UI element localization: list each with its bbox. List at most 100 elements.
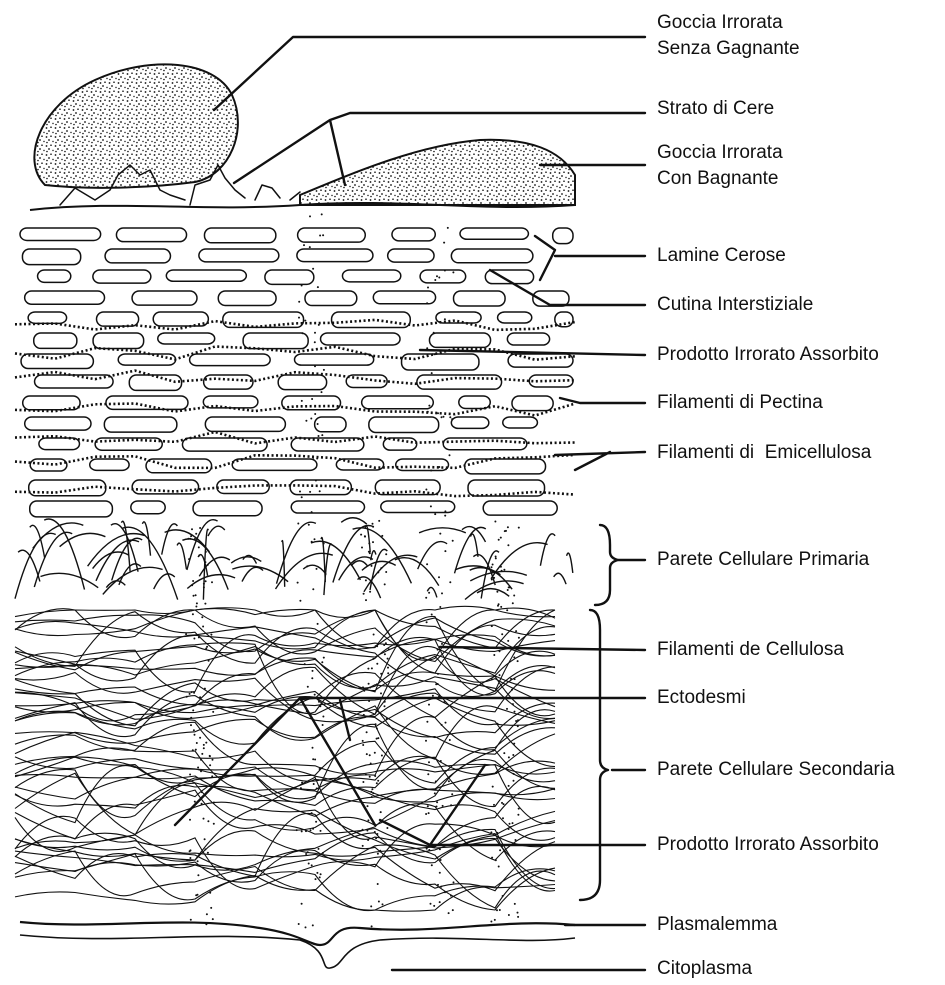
ectodesma-dot bbox=[496, 772, 498, 774]
ectodesma-dot bbox=[195, 533, 197, 535]
ectodesma-dot bbox=[320, 767, 322, 769]
ectodesma-dot bbox=[312, 747, 314, 749]
ectodesma-dot bbox=[318, 701, 320, 703]
ectodesma-dot bbox=[309, 246, 311, 248]
ectodesma-dot bbox=[200, 759, 202, 761]
ectodesma-dot bbox=[207, 852, 209, 854]
ectodesma-dot bbox=[301, 496, 303, 498]
ectodesma-dot bbox=[437, 673, 439, 675]
label-ectodesmata: Ectodesmi bbox=[657, 685, 746, 711]
ectodesma-dot bbox=[439, 901, 441, 903]
wax-platelet bbox=[218, 291, 276, 305]
ectodesma-dot bbox=[209, 892, 211, 894]
ectodesma-dot bbox=[511, 689, 513, 691]
ectodesma-dot bbox=[314, 538, 316, 540]
ectodesma-dot bbox=[209, 764, 211, 766]
ectodesma-dot bbox=[493, 577, 495, 579]
label-spray-drop-without-surfactant: Goccia Irrorata Senza Gagnante bbox=[657, 10, 800, 62]
ectodesma-dot bbox=[452, 271, 454, 273]
label-wax-platelets: Lamine Cerose bbox=[657, 243, 786, 269]
ectodesma-dot bbox=[502, 817, 504, 819]
ectodesma-dot bbox=[448, 912, 450, 914]
label-text: Filamenti di Pectina bbox=[657, 390, 823, 416]
ectodesma-dot bbox=[192, 749, 194, 751]
ectodesma-dot bbox=[370, 791, 372, 793]
label-text: Prodotto Irrorato Assorbito bbox=[657, 832, 879, 858]
ectodesma-dot bbox=[503, 569, 505, 571]
ectodesma-dot bbox=[210, 634, 212, 636]
wax-platelet bbox=[29, 480, 106, 496]
ectodesma-dot bbox=[322, 234, 324, 236]
ectodesma-dot bbox=[323, 657, 325, 659]
ectodesma-dot bbox=[428, 704, 430, 706]
ectodesma-dot bbox=[440, 886, 442, 888]
wax-platelet bbox=[388, 249, 434, 262]
ectodesma-dot bbox=[365, 599, 367, 601]
ectodesma-dot bbox=[517, 814, 519, 816]
ectodesma-dot bbox=[211, 581, 213, 583]
ectodesma-dot bbox=[317, 286, 319, 288]
ectodesma-dot bbox=[367, 839, 369, 841]
ectodesma-dot bbox=[372, 523, 374, 525]
ectodesma-dot bbox=[195, 594, 197, 596]
ectodesma-dot bbox=[513, 656, 515, 658]
ectodesma-dot bbox=[440, 859, 442, 861]
ectodesma-dot bbox=[387, 658, 389, 660]
ectodesma-dot bbox=[491, 579, 493, 581]
wax-platelet bbox=[23, 396, 80, 410]
ectodesma-dot bbox=[435, 781, 437, 783]
ectodesma-dot bbox=[514, 711, 516, 713]
wax-platelet bbox=[468, 480, 544, 496]
ectodesma-dot bbox=[511, 796, 513, 798]
ectodesma-dot bbox=[363, 690, 365, 692]
wax-platelet bbox=[146, 459, 212, 473]
ectodesma-dot bbox=[188, 859, 190, 861]
ectodesma-dot bbox=[426, 621, 428, 623]
wax-platelet bbox=[30, 501, 113, 517]
wax-platelet bbox=[118, 354, 175, 365]
wax-platelet bbox=[291, 501, 364, 513]
cellulose-fiber bbox=[15, 618, 555, 681]
wax-platelet bbox=[295, 354, 374, 365]
ectodesma-dot bbox=[500, 537, 502, 539]
ectodesma-dot bbox=[308, 524, 310, 526]
ectodesma-dot bbox=[205, 742, 207, 744]
ectodesma-dot bbox=[319, 705, 321, 707]
ectodesma-dot bbox=[445, 468, 447, 470]
wax-platelet bbox=[97, 312, 139, 326]
label-interstitial-cutin: Cutina Interstiziale bbox=[657, 292, 813, 318]
ectodesma-dot bbox=[201, 803, 203, 805]
ectodesma-dot bbox=[375, 723, 377, 725]
ectodesma-dot bbox=[362, 740, 364, 742]
primary-wall-fiber bbox=[162, 524, 178, 555]
ectodesma-dot bbox=[304, 320, 306, 322]
ectodesma-dot bbox=[204, 838, 206, 840]
ectodesma-dot bbox=[495, 556, 497, 558]
ectodesma-dot bbox=[427, 805, 429, 807]
ectodesma-dot bbox=[506, 609, 508, 611]
ectodesma-dot bbox=[362, 845, 364, 847]
ectodesma-dot bbox=[444, 270, 446, 272]
label-text: Lamine Cerose bbox=[657, 243, 786, 269]
ectodesma-dot bbox=[376, 683, 378, 685]
wax-platelet bbox=[553, 228, 573, 244]
wax-platelet bbox=[321, 333, 401, 345]
ectodesma-dot bbox=[439, 872, 441, 874]
primary-wall-fiber bbox=[122, 527, 178, 599]
ectodesma-dot bbox=[430, 470, 432, 472]
ectodesma-dot bbox=[208, 660, 210, 662]
ectodesma-dot bbox=[384, 701, 386, 703]
ectodesma-dot bbox=[364, 536, 366, 538]
primary-wall-fiber bbox=[208, 526, 225, 536]
ectodesma-dot bbox=[362, 686, 364, 688]
ectodesma-dot bbox=[311, 864, 313, 866]
wax-platelet bbox=[332, 312, 411, 328]
ectodesma-dot bbox=[499, 849, 501, 851]
ectodesma-dot bbox=[509, 823, 511, 825]
ectodesma-dot bbox=[431, 864, 433, 866]
label-text: Strato di Cere bbox=[657, 96, 774, 122]
wax-platelet bbox=[104, 417, 177, 432]
plasmalemma-inner-line bbox=[20, 935, 575, 968]
ectodesma-dot bbox=[365, 579, 367, 581]
ectodesma-dot bbox=[491, 625, 493, 627]
